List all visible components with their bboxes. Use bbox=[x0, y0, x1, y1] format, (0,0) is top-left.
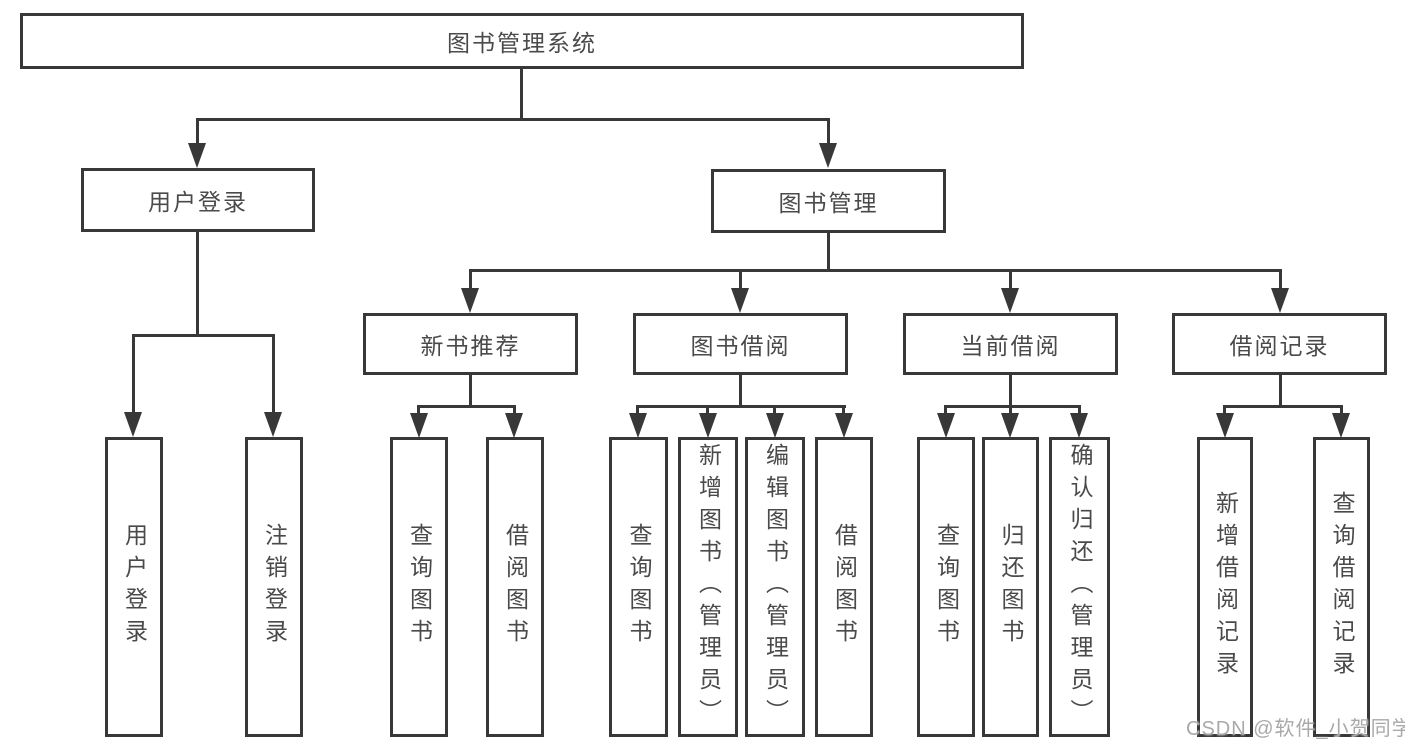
node-book-management: 图书管理 bbox=[711, 169, 946, 233]
leaf-logout: 注销登录 bbox=[245, 437, 303, 737]
connector-groupD-arm bbox=[1340, 405, 1343, 415]
connector-groupB-arm bbox=[773, 405, 776, 415]
arrowhead-down-icon bbox=[1001, 413, 1019, 438]
node-borrow-records: 借阅记录 bbox=[1172, 313, 1387, 375]
arrowhead-down-icon bbox=[1001, 288, 1019, 313]
leaf-add-borrow-record: 新增借阅记录 bbox=[1197, 437, 1253, 737]
arrowhead-down-icon bbox=[1216, 413, 1234, 438]
connector-mgmt-drop bbox=[1009, 269, 1012, 290]
connector-login-arm bbox=[272, 334, 275, 414]
arrowhead-down-icon bbox=[629, 413, 647, 438]
connector-groupC-arm bbox=[1009, 405, 1012, 415]
connector-groupC-bar bbox=[944, 405, 1081, 408]
leaf-user-login: 用户登录 bbox=[105, 437, 163, 737]
node-book-borrow: 图书借阅 bbox=[633, 313, 848, 375]
connector-groupA-bar bbox=[417, 405, 516, 408]
leaf-return-books: 归还图书 bbox=[982, 437, 1039, 737]
connector-mgmt-drop bbox=[469, 269, 472, 290]
arrowhead-down-icon bbox=[461, 288, 479, 313]
arrowhead-down-icon bbox=[937, 413, 955, 438]
connector-root-bar bbox=[196, 118, 830, 121]
connector-mgmt-stem bbox=[827, 233, 830, 272]
leaf-label: 用户登录 bbox=[121, 523, 148, 651]
arrowhead-down-icon bbox=[731, 288, 749, 313]
connector-mgmt-drop bbox=[1279, 269, 1282, 290]
node-current-borrow: 当前借阅 bbox=[903, 313, 1118, 375]
arrowhead-down-icon bbox=[264, 412, 282, 437]
leaf-query-borrow-record: 查询借阅记录 bbox=[1313, 437, 1370, 737]
arrowhead-down-icon bbox=[835, 413, 853, 438]
leaf-borrow-books: 借阅图书 bbox=[486, 437, 544, 737]
connector-login-bar bbox=[132, 334, 275, 337]
connector-groupB-arm bbox=[842, 405, 845, 415]
arrowhead-down-icon bbox=[1332, 413, 1350, 438]
connector-groupB-stem bbox=[739, 375, 742, 408]
connector-mgmt-bar bbox=[469, 269, 1282, 272]
connector-groupA-arm bbox=[513, 405, 516, 415]
connector-login-arm bbox=[132, 334, 135, 414]
leaf-label: 查询图书 bbox=[626, 523, 652, 651]
connector-root-right-drop bbox=[827, 118, 830, 146]
arrowhead-down-icon bbox=[766, 413, 784, 438]
leaf-query-books: 查询图书 bbox=[609, 437, 668, 737]
leaf-label: 确认归还（管理员） bbox=[1067, 443, 1093, 731]
node-user-login: 用户登录 bbox=[81, 168, 315, 232]
leaf-label: 查询图书 bbox=[933, 523, 960, 651]
leaf-label: 归还图书 bbox=[998, 523, 1024, 651]
connector-groupD-bar bbox=[1223, 405, 1343, 408]
connector-groupA-stem bbox=[469, 375, 472, 408]
arrowhead-down-icon bbox=[188, 143, 206, 168]
leaf-query-books: 查询图书 bbox=[917, 437, 975, 737]
connector-groupB-arm bbox=[636, 405, 639, 415]
arrowhead-down-icon bbox=[699, 413, 717, 438]
connector-root-left-drop bbox=[196, 118, 199, 146]
arrowhead-down-icon bbox=[410, 413, 428, 438]
leaf-label: 查询借阅记录 bbox=[1329, 491, 1355, 683]
watermark: CSDN @软件_小贺同学 bbox=[1186, 718, 1405, 740]
leaf-confirm-return-admin: 确认归还（管理员） bbox=[1049, 437, 1110, 737]
leaf-query-books: 查询图书 bbox=[390, 437, 448, 737]
connector-groupC-stem bbox=[1009, 375, 1012, 408]
leaf-add-books-admin: 新增图书（管理员） bbox=[678, 437, 738, 737]
node-library-system: 图书管理系统 bbox=[20, 13, 1024, 69]
arrowhead-down-icon bbox=[505, 413, 523, 438]
arrowhead-down-icon bbox=[1070, 413, 1088, 438]
leaf-label: 查询图书 bbox=[406, 523, 433, 651]
leaf-label: 借阅图书 bbox=[831, 523, 858, 651]
connector-groupC-arm bbox=[1078, 405, 1081, 415]
connector-groupB-arm bbox=[706, 405, 709, 415]
leaf-label: 编辑图书（管理员） bbox=[762, 443, 789, 731]
connector-groupC-arm bbox=[944, 405, 947, 415]
leaf-label: 新增借阅记录 bbox=[1212, 491, 1239, 683]
arrowhead-down-icon bbox=[124, 412, 142, 437]
connector-root-stem bbox=[520, 69, 523, 120]
leaf-borrow-books: 借阅图书 bbox=[815, 437, 873, 737]
leaf-label: 新增图书（管理员） bbox=[695, 443, 722, 731]
connector-login-stem bbox=[196, 232, 199, 337]
leaf-label: 借阅图书 bbox=[502, 523, 529, 651]
arrowhead-down-icon bbox=[819, 143, 837, 168]
connector-groupD-stem bbox=[1279, 375, 1282, 408]
leaf-label: 注销登录 bbox=[261, 523, 288, 651]
leaf-edit-books-admin: 编辑图书（管理员） bbox=[745, 437, 805, 737]
node-new-book-recommend: 新书推荐 bbox=[363, 313, 578, 375]
connector-groupA-arm bbox=[417, 405, 420, 415]
connector-mgmt-drop bbox=[739, 269, 742, 290]
arrowhead-down-icon bbox=[1271, 288, 1289, 313]
connector-groupB-bar bbox=[636, 405, 846, 408]
connector-groupD-arm bbox=[1223, 405, 1226, 415]
